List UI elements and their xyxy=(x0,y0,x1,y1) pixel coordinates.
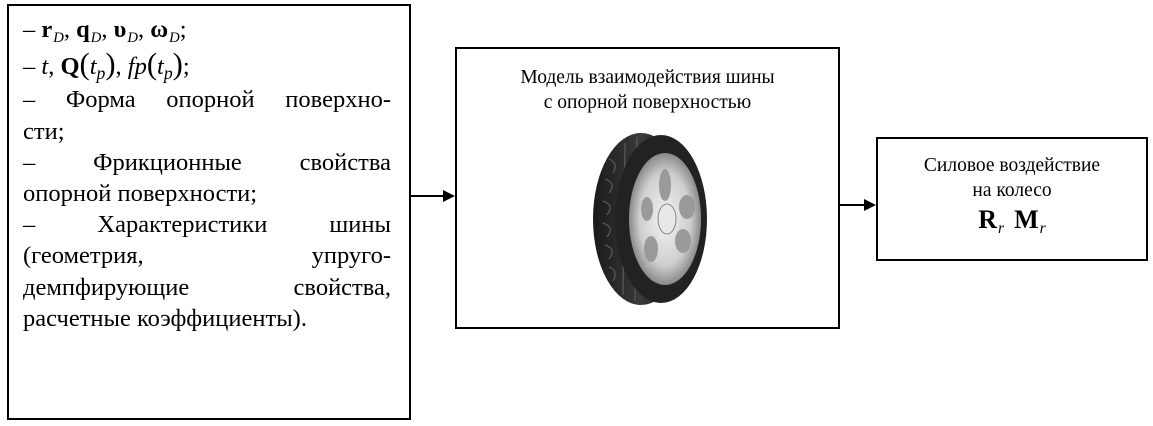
var-Q: Q xyxy=(60,53,80,81)
input-item-line: – Фрикционные свойства xyxy=(23,148,391,176)
input-item-line: – Форма опорной поверхно- xyxy=(23,86,391,114)
var-upsilon: υ xyxy=(113,16,127,43)
var-r: r xyxy=(41,16,53,43)
model-title-line2: с опорной поверхностью xyxy=(543,92,752,113)
dash: – xyxy=(23,16,36,43)
sub-p: p xyxy=(163,63,173,84)
input-item-line: (геометрия, упруго- xyxy=(23,242,391,270)
sub-M: r xyxy=(1039,220,1046,238)
tire-image xyxy=(593,133,707,305)
time-vars-line: – t, Q(tp), fp(tp); xyxy=(23,47,190,84)
var-tp: t xyxy=(157,53,164,81)
sub-p: p xyxy=(96,63,106,84)
output-title-line1: Силовое воздействие xyxy=(923,155,1101,176)
input-item-line: расчетные коэффициенты). xyxy=(23,304,307,332)
sub-q: D xyxy=(90,30,102,47)
sub-upsilon: D xyxy=(127,30,138,47)
sub-R: r xyxy=(998,220,1005,238)
var-M: M xyxy=(1014,205,1039,234)
model-title-line1: Модель взаимодействия шины xyxy=(520,67,775,88)
sub-omega: D xyxy=(169,30,180,47)
var-q: q xyxy=(76,16,90,43)
arrow-model-to-output xyxy=(840,199,876,211)
var-fp: fp xyxy=(127,53,147,81)
input-item-line: сти; xyxy=(23,117,65,145)
dash: – xyxy=(23,53,36,81)
output-title-line2: на колесо xyxy=(972,180,1052,201)
inputs-box: – rD, qD, υD, ωD; – t, Q(tp), fp(tp); – … xyxy=(7,4,411,420)
arrow-inputs-to-model xyxy=(411,190,455,202)
sub-r: D xyxy=(53,30,64,47)
kinematic-vars-line: – rD, qD, υD, ωD; xyxy=(23,16,187,47)
tire-model-box: Модель взаимодействия шины с опорной пов… xyxy=(455,47,840,329)
semicolon: ; xyxy=(182,53,190,81)
input-item-line: – Характеристики шины xyxy=(23,211,391,239)
var-tp: t xyxy=(89,53,97,81)
var-omega: ω xyxy=(150,16,169,43)
input-item-line: демпфирующие свойства, xyxy=(23,273,391,301)
semicolon: ; xyxy=(179,16,187,43)
var-R: R xyxy=(978,205,998,234)
var-t: t xyxy=(41,53,49,81)
input-item-line: опорной поверхности; xyxy=(23,180,258,208)
